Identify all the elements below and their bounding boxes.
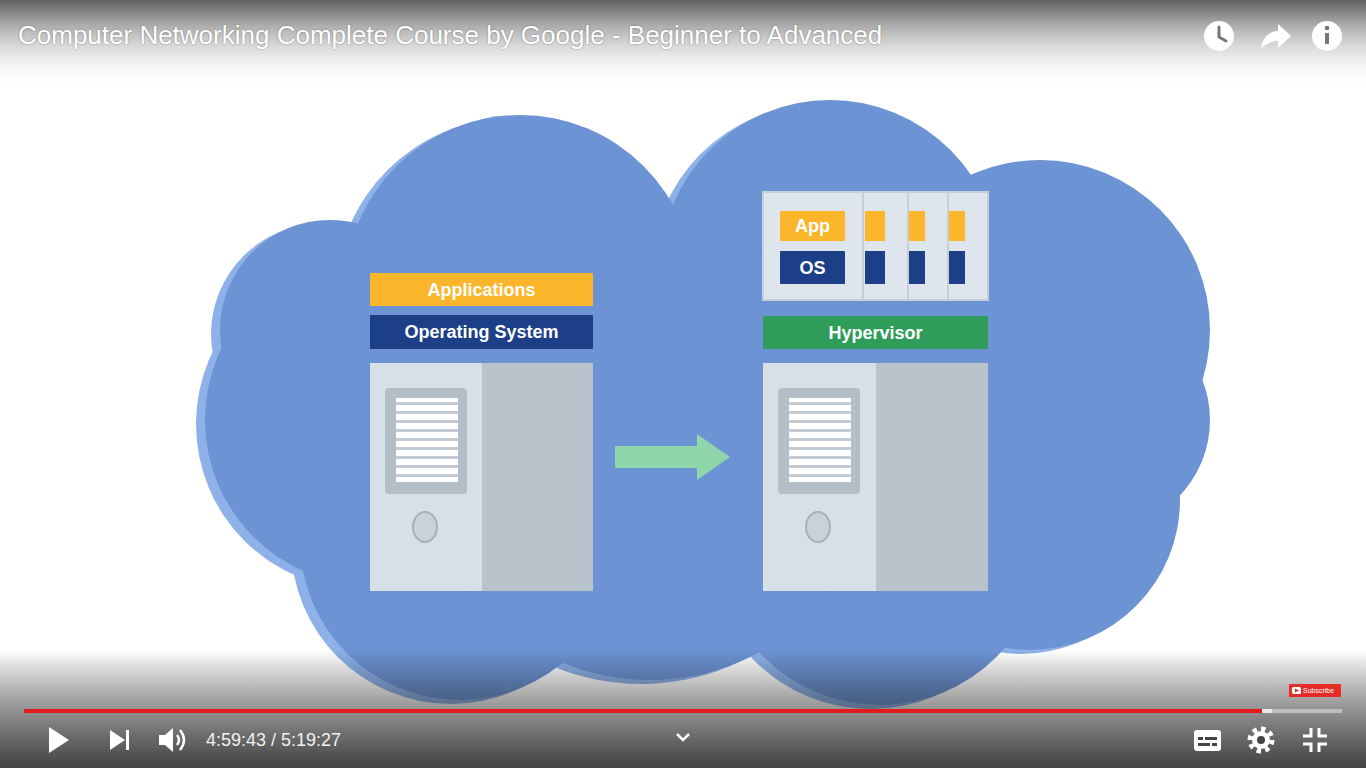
settings-icon (1250, 729, 1272, 751)
title-shade (0, 0, 1366, 90)
server-button (413, 512, 437, 542)
layer-label: Applications (427, 279, 535, 301)
vm-card (763, 192, 863, 300)
subscribe-button (1289, 684, 1341, 697)
layer-label: Hypervisor (828, 322, 922, 344)
server-vent (396, 398, 458, 482)
hypervisor-layer: Hypervisor (763, 316, 988, 349)
vm-card (860, 192, 908, 300)
progress-played (24, 709, 1262, 713)
server-front (370, 363, 482, 591)
video-title: Computer Networking Complete Course by G… (18, 19, 1178, 51)
vm-os-stub (865, 251, 885, 284)
layer-label: App (795, 215, 830, 237)
server-vent-panel (778, 388, 860, 494)
subscribe-logo-play (1295, 689, 1299, 693)
server-side (876, 363, 988, 591)
server-front (763, 363, 876, 591)
server-left (370, 363, 593, 591)
applications-layer: Applications (370, 273, 593, 306)
layer-label: Operating System (404, 321, 558, 343)
controls-shade (0, 650, 1366, 768)
subscribe-logo (1292, 687, 1301, 694)
next-icon (110, 730, 129, 750)
share-icon (1261, 24, 1291, 49)
server-vent-panel (385, 388, 467, 494)
vm-os-layer: OS (780, 251, 845, 284)
vm-app-stub (865, 211, 885, 241)
exit-fullscreen-icon (1303, 728, 1327, 752)
play-icon (49, 727, 69, 753)
subscribe-label: Subscribe (1303, 686, 1334, 695)
vm-stack (763, 192, 988, 300)
vm-app-layer: App (780, 211, 845, 241)
layer-label: OS (799, 257, 825, 279)
chevron-icon (677, 734, 689, 740)
server-side (482, 363, 593, 591)
volume-icon (159, 728, 184, 752)
server-vent (789, 398, 851, 482)
progress-track (24, 709, 1342, 713)
migration-arrow (615, 434, 730, 480)
clock-icon (1204, 21, 1234, 51)
subtitles-icon (1194, 730, 1221, 751)
os-layer: Operating System (370, 315, 593, 349)
info-icon (1312, 21, 1342, 51)
progress-buffer (1262, 709, 1272, 713)
server-button (806, 512, 830, 542)
server-right (763, 363, 988, 591)
cloud (205, 100, 1210, 705)
video-time: 4:59:43 / 5:19:27 (206, 729, 341, 751)
